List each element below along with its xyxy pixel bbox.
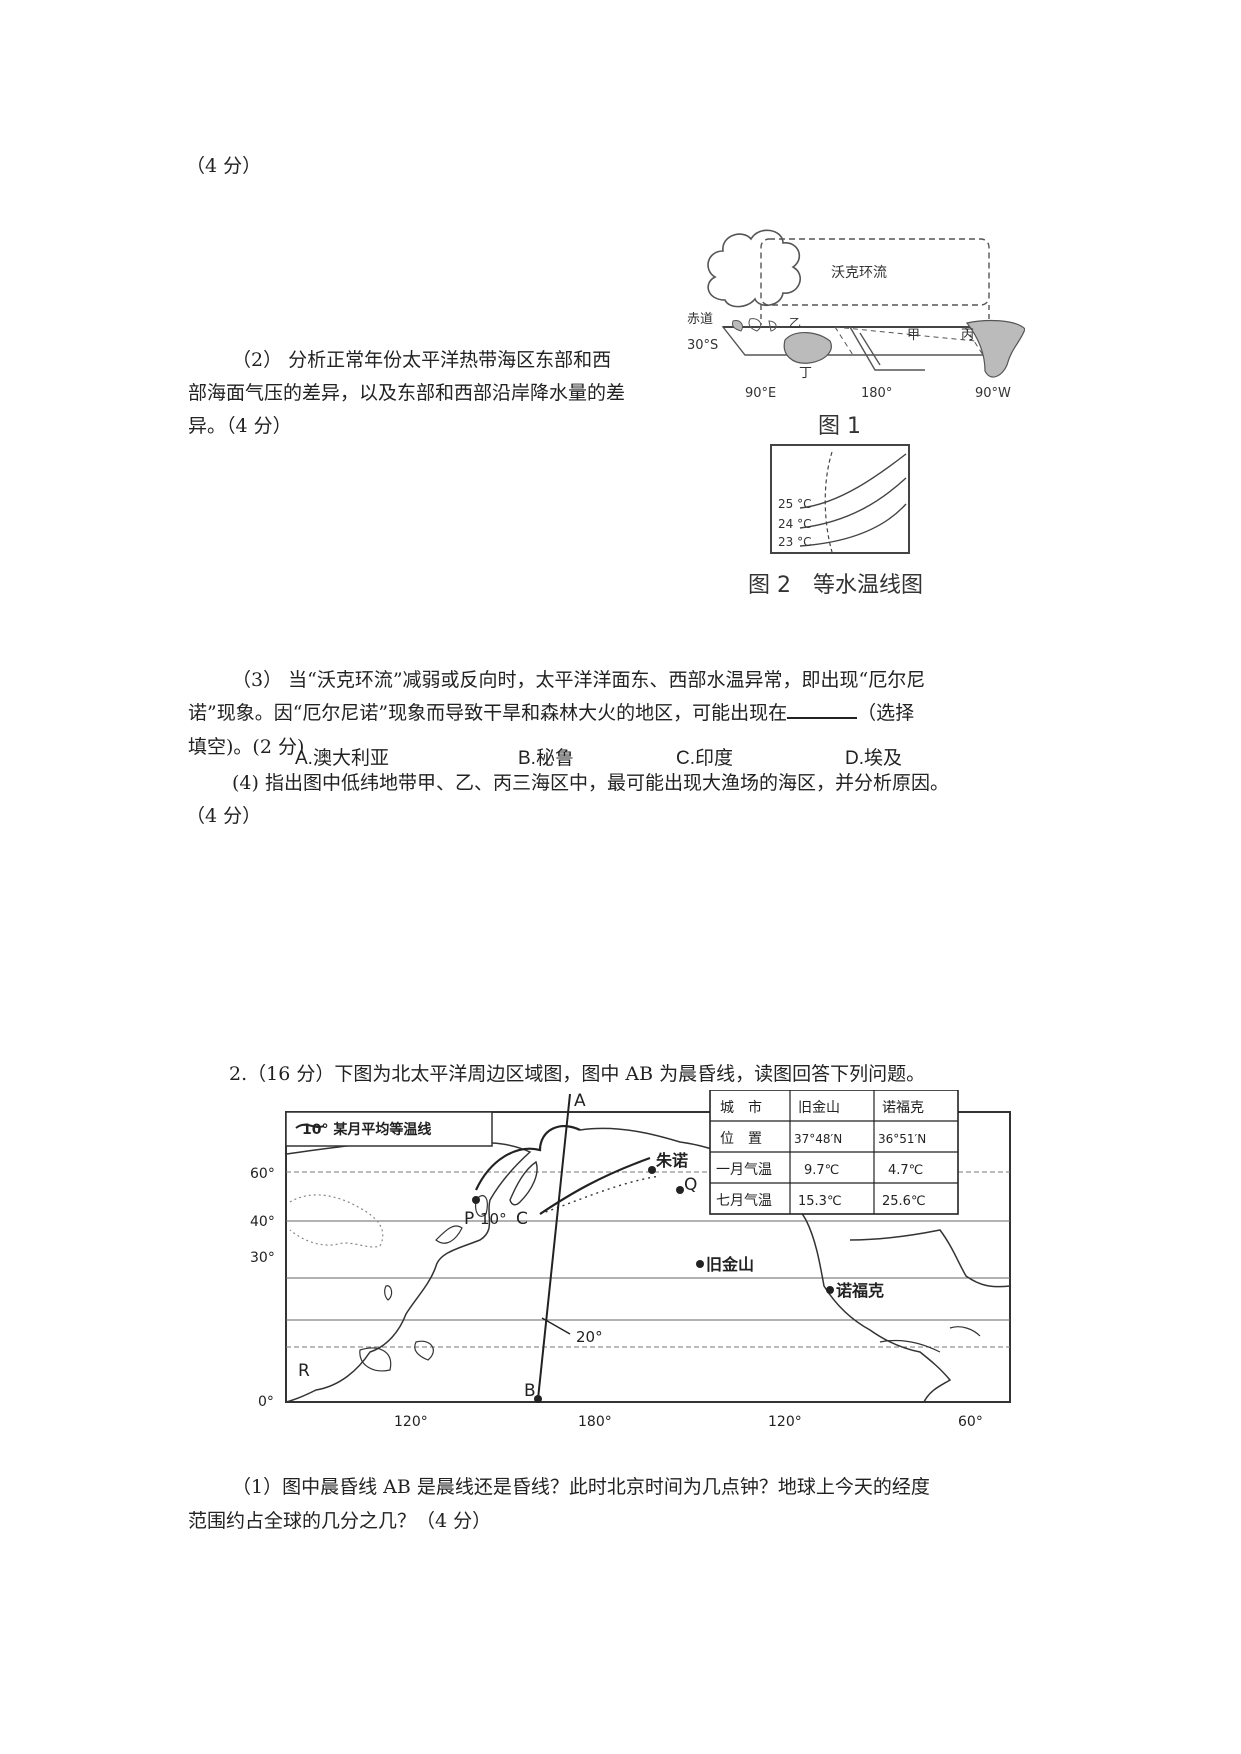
lat-60-label: 60° [250, 1166, 275, 1182]
isotherm-10 [475, 1125, 651, 1215]
q2-sub1-line2: 范围约占全球的几分之几？（4 分） [188, 1510, 492, 1532]
iso-25-label: 25 °C [778, 497, 811, 511]
walker-label: 沃克环流 [831, 265, 887, 281]
table-row-jan: 一月气温 [716, 1162, 772, 1178]
option-a[interactable]: A.澳大利亚 [295, 748, 389, 769]
table-header-norfolk: 诺福克 [882, 1100, 924, 1116]
table-row-position: 位 置 [720, 1131, 762, 1147]
north-america-coastline [579, 1127, 952, 1403]
table-cell: 9.7℃ [804, 1163, 839, 1178]
equator-label: 赤道 [687, 312, 713, 327]
q1-sub3-line1: （3） 当“沃克环流”减弱或反向时，太平洋洋面东、西部水温异常，即出现“厄尔尼 [232, 669, 926, 691]
lat-40-label: 40° [250, 1214, 275, 1230]
iso-24-label: 24 °C [778, 517, 811, 531]
city-sf-label: 旧金山 [706, 1255, 754, 1274]
zone-jia-label: 甲 [907, 328, 920, 343]
table-cell: 36°51′N [878, 1132, 926, 1146]
q2-sub1-line1: （1）图中晨昏线 AB 是晨线还是昏线？此时北京时间为几点钟？地球上今天的经度 [232, 1476, 930, 1498]
lat-0-label: 0° [258, 1394, 274, 1410]
lon-90w-label: 90°W [975, 386, 1011, 401]
q1-sub2-num: （2） [232, 349, 283, 371]
point-b-label: B [524, 1381, 536, 1401]
ocean-band [721, 326, 1002, 356]
north-pacific-map: 10° 某月平均等温线 60° 40° 30° 0° 120° 180° 120… [250, 1090, 1011, 1430]
table-row-jul: 七月气温 [716, 1193, 772, 1209]
lat-30s-label: 30°S [687, 338, 718, 353]
q1-sub3-line2-tail: （选择 [857, 702, 915, 724]
q2-title: 2.（16 分）下图为北太平洋周边区域图，图中 AB 为晨昏线，读图回答下列问题… [229, 1063, 926, 1085]
table-cell: 25.6℃ [882, 1194, 926, 1209]
q1-sub4-line2: （4 分） [186, 805, 262, 827]
table-cell: 15.3℃ [798, 1194, 842, 1209]
q1-sub2-text: 分析正常年份太平洋热带海区东部和西部海面气压的差异，以及东部和西部沿岸降水量的差… [188, 349, 626, 437]
map-legend: 10° 某月平均等温线 [302, 1121, 431, 1138]
iso-23-label: 23 °C [778, 535, 811, 549]
walker-cell-box [760, 238, 990, 306]
q1-score-top: （4 分） [186, 155, 262, 177]
lon-120w-label: 120° [768, 1414, 802, 1430]
point-q-label: Q [684, 1175, 697, 1195]
australia-shape [783, 332, 832, 364]
point-c-label: C [516, 1209, 528, 1229]
option-d[interactable]: D.埃及 [845, 748, 903, 769]
table-header-city: 城 市 [720, 1099, 762, 1116]
south-america-shape [965, 319, 1025, 378]
q1-sub3-line3: 填空)。(2 分) [188, 736, 305, 758]
point-a-label: A [574, 1091, 586, 1111]
lon-180-label: 180° [861, 386, 892, 401]
q1-sub3-line2: 诺”现象。因“厄尔尼诺”现象而导致干旱和森林大火的地区，可能出现在 （选择 [188, 697, 914, 729]
table-cell: 4.7℃ [888, 1163, 923, 1178]
city-temperature-table: 城 市 旧金山 诺福克 位 置 37°48′N 36°51′N 一月气温 9.7… [709, 1090, 959, 1215]
point-p-label: P [464, 1209, 474, 1229]
iso-20-label: 20° [576, 1328, 603, 1346]
cloud-icon [707, 229, 801, 308]
q1-sub3-line2-text: 诺”现象。因“厄尔尼诺”现象而导致干旱和森林大火的地区，可能出现在 [188, 702, 788, 724]
city-juneau-label: 朱诺 [656, 1151, 688, 1170]
point-r-label: R [298, 1361, 310, 1381]
lon-120e-label: 120° [394, 1414, 428, 1430]
iso-10-label: 10° [480, 1210, 507, 1228]
zone-ding-label: 丁 [799, 366, 812, 381]
lon-90e-label: 90°E [745, 386, 776, 401]
q1-sub4-line1: (4) 指出图中低纬地带甲、乙、丙三海区中，最可能出现大渔场的海区，并分析原因。 [232, 772, 949, 794]
lon-60w-label: 60° [958, 1414, 983, 1430]
option-c[interactable]: C.印度 [676, 748, 734, 769]
table-cell: 37°48′N [794, 1132, 842, 1146]
zone-yi-label: 乙 [789, 316, 801, 330]
lat-30-label: 30° [250, 1250, 275, 1266]
answer-blank[interactable] [787, 697, 858, 719]
figure-1-walker-circulation: 沃克环流 赤道 30°S 乙 甲 丙 丁 90°E 180° 90°W [687, 229, 1025, 401]
table-header-sf: 旧金山 [798, 1100, 840, 1116]
zone-bing-label: 丙 [961, 328, 974, 343]
figure-1-caption: 图 1 [818, 414, 861, 439]
figure-2-isotherm: 25 °C 24 °C 23 °C [770, 444, 910, 554]
option-b[interactable]: B.秘鲁 [518, 748, 574, 769]
terminator-ab [537, 1093, 571, 1400]
q1-sub2: （2） 分析正常年份太平洋热带海区东部和西部海面气压的差异，以及东部和西部沿岸降… [188, 344, 628, 443]
lon-180-label: 180° [578, 1414, 612, 1430]
figure-2-caption: 图 2 等水温线图 [748, 573, 923, 598]
city-norfolk-label: 诺福克 [836, 1281, 884, 1300]
